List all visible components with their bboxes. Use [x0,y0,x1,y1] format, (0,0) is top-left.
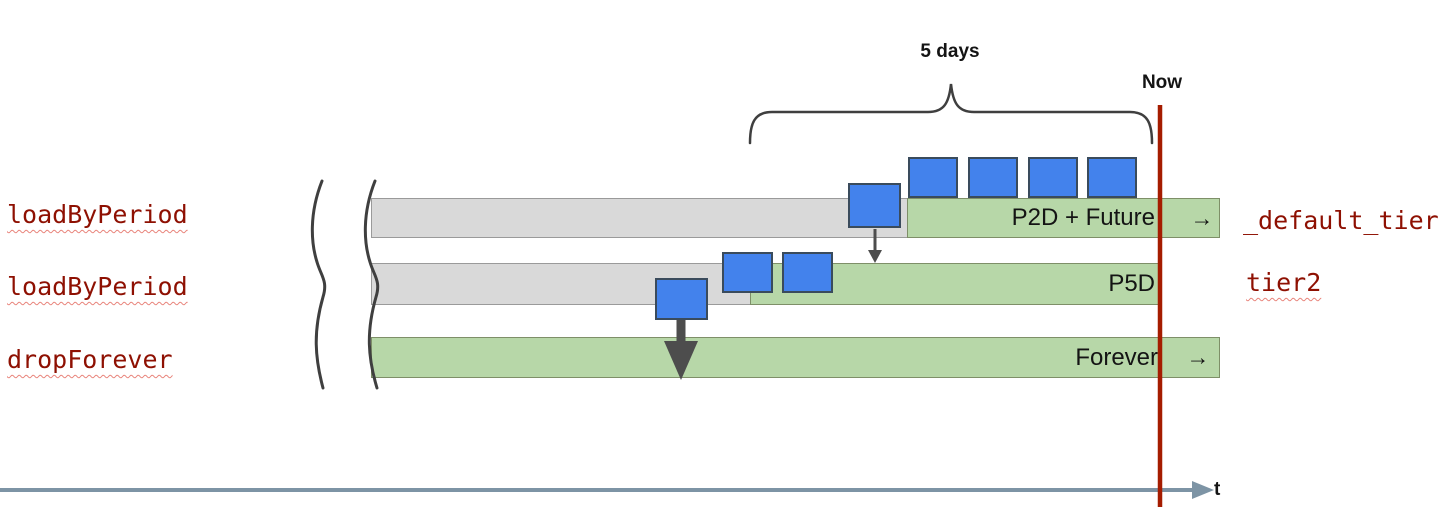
segment-block [1028,157,1078,198]
row1-continues-arrow: → [1190,205,1214,231]
rule-label-loadbyperiod-1: loadByPeriod [7,200,188,229]
time-axis-label: t [1214,479,1221,500]
segment-block-dropping [655,278,708,320]
time-axis-arrowhead [1192,481,1214,499]
tier-label-tier2: tier2 [1246,268,1322,297]
tier-label-default-tier: _default_tier [1243,206,1439,235]
segment-block-aging-out [848,183,901,228]
segment-block [782,252,833,293]
duration-brace [748,83,1154,145]
row3-continues-arrow: → [1186,344,1210,370]
rule-label-loadbyperiod-2: loadByPeriod [7,272,188,301]
row3-period-label: Forever [1075,344,1158,371]
left-break-brace-outer [310,179,327,390]
segment-block [722,252,773,293]
move-to-tier2-arrow-head [868,250,882,263]
now-annotation: Now [1141,72,1183,93]
row2-period-label: P5D [1108,270,1155,297]
segment-block [968,157,1018,198]
row1-loaded-bar [907,198,1220,238]
row3-forever-bar [371,337,1220,378]
segment-block [1087,157,1137,198]
duration-annotation: 5 days [920,41,980,62]
segment-block [908,157,958,198]
row1-unloaded-bar [371,198,908,238]
row1-period-label: P2D + Future [1011,204,1155,231]
rule-label-dropforever: dropForever [7,345,173,374]
